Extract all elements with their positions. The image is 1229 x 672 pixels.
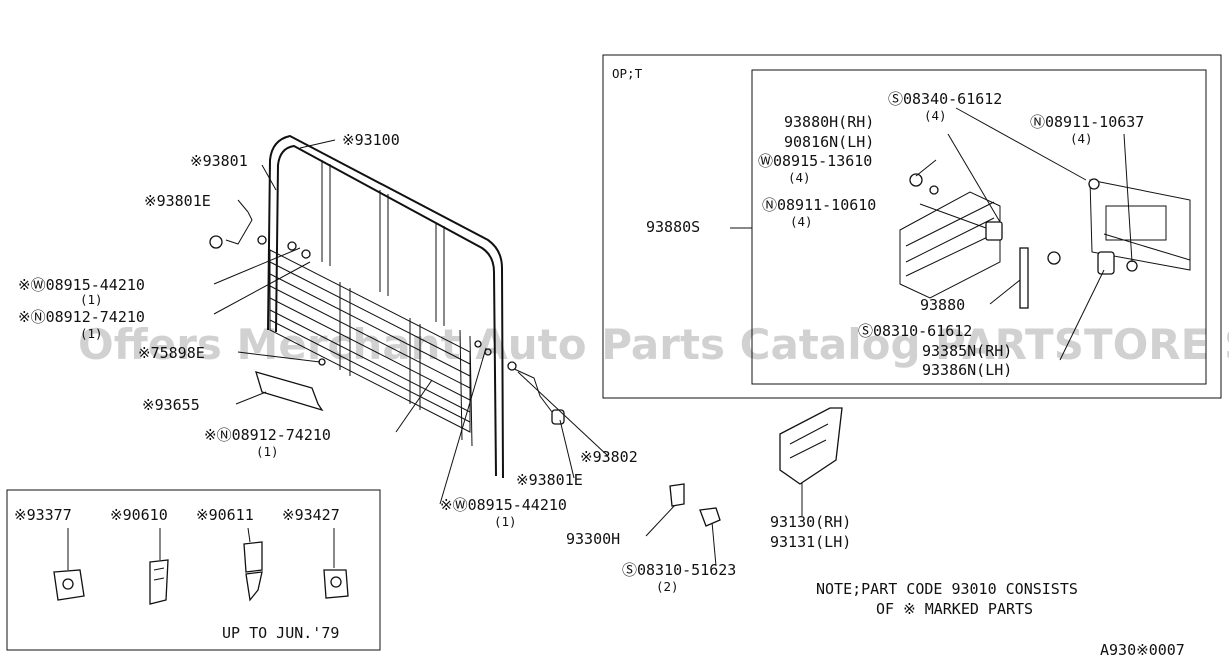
- opt-label-93880: 93880: [920, 296, 965, 314]
- option-leader-lines: [730, 107, 1133, 361]
- inset-item-3: ※90611: [196, 506, 254, 524]
- label-n08912-left-qty: (1): [80, 326, 103, 341]
- opt-label-w08915-qty: (4): [788, 170, 811, 185]
- opt-label-93880s: 93880S: [646, 218, 700, 236]
- label-93802: ※93802: [580, 448, 638, 466]
- label-s08310-qty: (2): [656, 579, 679, 594]
- leader-lines: [213, 139, 803, 567]
- label-93801e-top: ※93801E: [144, 192, 211, 210]
- inset-caption: UP TO JUN.'79: [222, 624, 339, 642]
- opt-label-93385n: 93385N(RH): [922, 342, 1012, 360]
- panel-slats: [269, 261, 471, 423]
- label-93131: 93131(LH): [770, 533, 851, 551]
- label-w08915-left-qty: (1): [80, 292, 103, 307]
- label-n08912-left: ※Ⓝ08912-74210: [18, 308, 145, 326]
- diagram-code: A930※0007: [1100, 641, 1185, 659]
- note-line-1: NOTE;PART CODE 93010 CONSISTS: [816, 580, 1078, 598]
- option-box: OP;T Ⓢ08340-61612: [602, 54, 1222, 399]
- opt-label-n08911-a-qty: (4): [1070, 131, 1093, 146]
- watermark-text: Offers Merchant Auto Parts Catalog PARTS…: [78, 320, 1229, 369]
- label-93300h: 93300H: [566, 530, 620, 548]
- label-93801e-bottom: ※93801E: [516, 471, 583, 489]
- inset-item-2: ※90610: [110, 506, 168, 524]
- option-box-title: OP;T: [612, 66, 643, 81]
- label-w08915-bottom: ※Ⓦ08915-44210: [440, 496, 567, 514]
- rear-gate-frame-drawing: [209, 134, 565, 479]
- opt-label-n08911-a: Ⓝ08911-10637: [1030, 113, 1144, 131]
- opt-label-n08911-b: Ⓝ08911-10610: [762, 196, 876, 214]
- opt-label-w08915: Ⓦ08915-13610: [758, 152, 872, 170]
- label-93130: 93130(RH): [770, 513, 851, 531]
- label-w08915-left: ※Ⓦ08915-44210: [18, 276, 145, 294]
- opt-label-s08310-61612: Ⓢ08310-61612: [858, 322, 972, 340]
- label-93655: ※93655: [142, 396, 200, 414]
- inset-item-1: ※93377: [14, 506, 72, 524]
- label-n08912-mid-qty: (1): [256, 444, 279, 459]
- label-s08310: Ⓢ08310-51623: [622, 561, 736, 579]
- label-75898e: ※75898E: [138, 344, 205, 362]
- opt-label-s08340: Ⓢ08340-61612: [888, 90, 1002, 108]
- label-93801: ※93801: [190, 152, 248, 170]
- opt-label-n08911-b-qty: (4): [790, 214, 813, 229]
- opt-label-s08340-qty: (4): [924, 108, 947, 123]
- inset-box: ※93377 ※90610 ※90611 ※93427 UP TO JUN.'7…: [6, 489, 381, 651]
- opt-label-93880h: 93880H(RH): [784, 113, 874, 131]
- label-w08915-bottom-qty: (1): [494, 514, 517, 529]
- opt-label-90816n: 90816N(LH): [784, 133, 874, 151]
- opt-label-93386n: 93386N(LH): [922, 361, 1012, 379]
- loose-parts: [669, 407, 843, 527]
- option-drawing: [899, 173, 1191, 309]
- inset-item-4: ※93427: [282, 506, 340, 524]
- inset-parts-drawing: [53, 527, 349, 605]
- label-93100: ※93100: [342, 131, 400, 149]
- note-line-2: OF ※ MARKED PARTS: [876, 600, 1033, 618]
- label-n08912-mid: ※Ⓝ08912-74210: [204, 426, 331, 444]
